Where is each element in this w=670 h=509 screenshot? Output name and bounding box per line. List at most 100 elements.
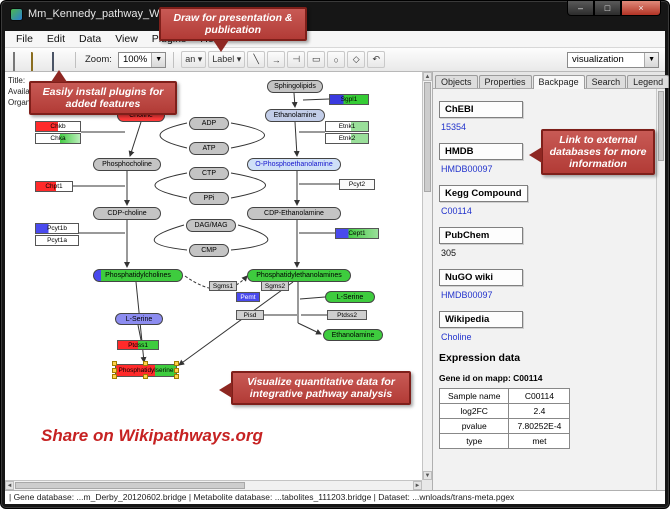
node-sgpl1[interactable]: Sgpl1 (329, 94, 369, 105)
selection-handle[interactable] (174, 367, 179, 373)
oval-tool-button[interactable]: ○ (327, 51, 346, 68)
menu-data[interactable]: Data (79, 33, 102, 45)
new-file-button[interactable] (11, 51, 26, 71)
visualization-combobox[interactable]: visualization ▼ (567, 51, 659, 68)
scroll-up-icon[interactable]: ▲ (423, 72, 432, 81)
node-atp[interactable]: ATP (189, 142, 229, 155)
maximize-button[interactable]: □ (594, 1, 621, 16)
expression-cell: log2FC (438, 403, 510, 419)
node-adp[interactable]: ADP (189, 117, 229, 130)
rect-tool-button[interactable]: ▭ (307, 51, 326, 68)
node-ptdss2[interactable]: Ptdss2 (327, 310, 367, 320)
canvas-vertical-scrollbar[interactable]: ▲ ▼ (422, 72, 432, 480)
selection-handle[interactable] (174, 374, 179, 379)
pathway-canvas[interactable]: Title:Availability:Organism: Sphingolipi… (5, 72, 422, 480)
node-cdp-ethanolamine[interactable]: CDP-Ethanolamine (247, 207, 341, 220)
zoom-label: Zoom: (85, 54, 112, 65)
tab-objects[interactable]: Objects (435, 75, 478, 88)
scroll-left-icon[interactable]: ◄ (5, 481, 14, 490)
title-bar[interactable]: Mm_Kennedy_pathway_WP1771_45176.gpml – □… (1, 1, 669, 31)
open-button[interactable] (31, 51, 46, 71)
menu-edit[interactable]: Edit (46, 33, 66, 45)
arrow-tool-button[interactable]: → (267, 51, 286, 68)
db-link[interactable]: HMDB00097 (441, 164, 493, 174)
selection-handle[interactable] (174, 361, 179, 366)
node-phosphocholine[interactable]: Phosphocholine (93, 158, 161, 171)
node-dag-mag[interactable]: DAG/MAG (186, 219, 236, 232)
canvas-area: Title:Availability:Organism: Sphingolipi… (5, 72, 433, 490)
selection-handle[interactable] (112, 367, 117, 373)
node-ptdss1[interactable]: Ptdss1 (117, 340, 159, 350)
panel-scrollbar[interactable] (656, 89, 665, 490)
tab-backpage[interactable]: Backpage (532, 75, 585, 89)
node-chka[interactable]: Chka (35, 133, 81, 144)
db-header-hmdb: HMDB (439, 143, 523, 160)
node-pcyt2[interactable]: Pcyt2 (339, 179, 375, 190)
toolbar: Zoom: 100% ▼ an ▾Label ▾╲→⊣▭○◇↶ visualiz… (5, 48, 665, 72)
node-o-phosphoethanolamine[interactable]: O-Phosphoethanolamine (247, 158, 341, 171)
minimize-button[interactable]: – (567, 1, 594, 16)
node-pemt[interactable]: Pemt (236, 292, 260, 302)
node-chkb[interactable]: Chkb (35, 121, 81, 132)
node-sgms2[interactable]: Sgms2 (261, 281, 289, 291)
db-header-chebi: ChEBI (439, 101, 523, 118)
node-chpt1[interactable]: Chpt1 (35, 181, 73, 192)
scroll-right-icon[interactable]: ► (413, 481, 422, 490)
callout-draw-text: Draw for presentation & publication (173, 12, 293, 36)
db-link[interactable]: 15354 (441, 122, 467, 132)
node-l-serine-left[interactable]: L-Serine (115, 313, 163, 325)
save-disk-icon (52, 51, 54, 71)
menu-file[interactable]: File (16, 33, 33, 45)
expression-data-title: Expression data (439, 352, 521, 364)
gene-id-line: Gene id on mapp: C00114 (439, 373, 543, 383)
selection-handle[interactable] (143, 361, 148, 366)
new-file-icon (13, 51, 15, 71)
tab-search[interactable]: Search (585, 75, 627, 88)
callout-link-text: Link to external databases for more info… (549, 134, 647, 170)
zoom-combobox[interactable]: 100% ▼ (117, 51, 167, 68)
undo-button[interactable]: ↶ (367, 51, 386, 68)
db-header-nugo-wiki: NuGO wiki (439, 269, 523, 286)
tab-legend[interactable]: Legend (627, 75, 669, 88)
node-phosphatidylcholines[interactable]: Phosphatidylcholines (93, 269, 183, 282)
node-pcyt1a[interactable]: Pcyt1a (35, 235, 79, 246)
node-phosphatidylethanolamines[interactable]: Phosphatidylethanolamines (247, 269, 351, 282)
node-ethanolamine-top[interactable]: Ethanolamine (265, 109, 325, 122)
node-etnk2[interactable]: Etnk2 (325, 133, 369, 144)
expression-cell: pvalue (438, 418, 510, 434)
db-link[interactable]: Choline (441, 332, 472, 342)
save-button[interactable] (51, 51, 66, 71)
scroll-down-icon[interactable]: ▼ (423, 471, 432, 480)
node-etnk1[interactable]: Etnk1 (325, 121, 369, 132)
line-tool-button[interactable]: ╲ (247, 51, 266, 68)
selection-handle[interactable] (143, 374, 148, 379)
node-cept1[interactable]: Cept1 (335, 228, 379, 239)
chevron-down-icon: ▼ (151, 52, 166, 67)
db-link[interactable]: HMDB00097 (441, 290, 493, 300)
node-sgms1[interactable]: Sgms1 (209, 281, 237, 291)
tab-properties[interactable]: Properties (478, 75, 532, 88)
close-button[interactable]: × (621, 1, 661, 16)
node-ppi[interactable]: PPi (189, 192, 229, 205)
scrollbar-thumb[interactable] (15, 482, 245, 489)
polygon-tool-button[interactable]: ◇ (347, 51, 366, 68)
menu-view[interactable]: View (115, 33, 138, 45)
tbar-tool-button[interactable]: ⊣ (287, 51, 306, 68)
canvas-horizontal-scrollbar[interactable]: ◄ ► (5, 480, 422, 490)
selection-handle[interactable] (112, 361, 117, 366)
scrollbar-thumb[interactable] (658, 91, 664, 161)
node-pisd[interactable]: Pisd (236, 310, 264, 320)
node-ethanolamine-bottom[interactable]: Ethanolamine (323, 329, 383, 341)
info-line: Title: (8, 76, 26, 85)
node-pcyt1b[interactable]: Pcyt1b (35, 223, 79, 234)
scrollbar-thumb[interactable] (424, 82, 431, 192)
db-link[interactable]: C00114 (441, 206, 472, 216)
node-l-serine-right[interactable]: L-Serine (325, 291, 375, 303)
node-ctp[interactable]: CTP (189, 167, 229, 180)
node-cdp-choline[interactable]: CDP-choline (93, 207, 161, 220)
node-cmp[interactable]: CMP (189, 244, 229, 257)
node-sphingolipids[interactable]: Sphingolipids (267, 80, 323, 93)
selection-handle[interactable] (112, 374, 117, 379)
datanode-menu-button[interactable]: an ▾ (181, 51, 207, 68)
label-menu-button[interactable]: Label ▾ (208, 51, 246, 68)
